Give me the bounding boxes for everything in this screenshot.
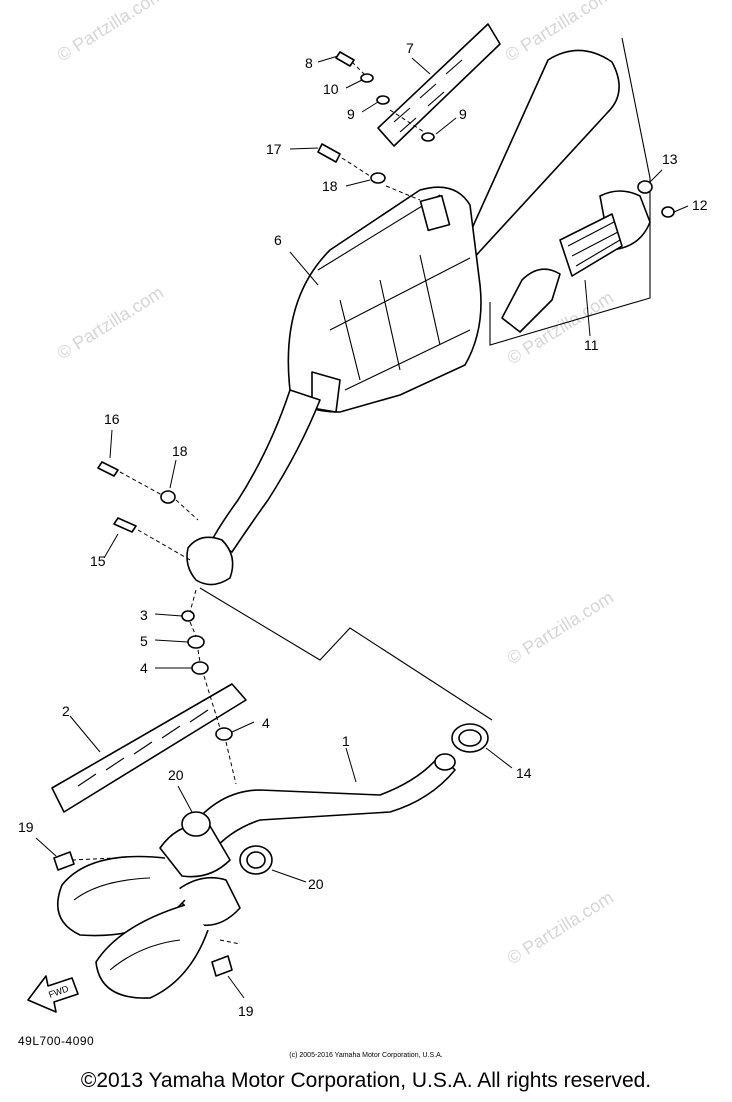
callout-10: 10	[323, 81, 339, 97]
pipe-clamp	[186, 536, 234, 586]
gasket-part-20	[181, 811, 273, 875]
fwd-arrow: FWD	[27, 975, 79, 1013]
watermark: © Partzilla.com	[54, 282, 167, 363]
heat-protector-part-2	[51, 683, 247, 813]
callout-1: 1	[342, 733, 350, 749]
callout-9: 9	[459, 106, 467, 122]
callout-2: 2	[62, 703, 70, 719]
callout-7: 7	[406, 40, 414, 56]
callout-6: 6	[274, 232, 282, 248]
callout-numbers: 8 7 10 9 9 17 18 13 12 6 11 16 18 15 3 5…	[18, 40, 708, 1019]
diagram-code: 49L700-4090	[18, 1034, 95, 1048]
callout-14: 14	[516, 765, 532, 781]
heat-shield-part-7	[377, 23, 501, 147]
watermark: © Partzilla.com	[504, 887, 617, 968]
silencer-assembly-outline	[489, 37, 651, 346]
callout-8: 8	[305, 55, 313, 71]
muffler-inlet-pipe	[211, 389, 321, 553]
gasket-part-14	[451, 723, 489, 753]
callout-16: 16	[104, 411, 120, 427]
callout-12: 12	[692, 197, 708, 213]
callout-4: 4	[140, 660, 148, 676]
callout-18: 18	[322, 178, 338, 194]
leader-lines	[35, 55, 689, 999]
baffle-part-11	[501, 190, 651, 333]
callout-15: 15	[90, 553, 106, 569]
copyright-footer: ©2013 Yamaha Motor Corporation, U.S.A. A…	[80, 1069, 652, 1092]
callout-3: 3	[140, 607, 148, 623]
callout-18: 18	[172, 443, 188, 459]
callout-4: 4	[262, 715, 270, 731]
muffler-part-6	[287, 49, 620, 413]
callout-13: 13	[662, 151, 678, 167]
callout-11: 11	[584, 337, 599, 353]
watermark: © Partzilla.com	[504, 587, 617, 668]
callout-17: 17	[266, 141, 282, 157]
callout-19: 19	[18, 819, 34, 835]
callout-9: 9	[347, 106, 355, 122]
callout-20: 20	[168, 767, 184, 783]
callout-20: 20	[308, 876, 324, 892]
small-copyright: (c) 2005-2016 Yamaha Motor Corporation, …	[289, 1052, 443, 1059]
fasteners	[53, 51, 675, 977]
callout-5: 5	[140, 633, 148, 649]
callout-19: 19	[238, 1003, 254, 1019]
watermark: © Partzilla.com	[54, 0, 167, 65]
exhaust-pipe-part-1	[56, 753, 456, 999]
alignment-lines	[71, 61, 493, 945]
